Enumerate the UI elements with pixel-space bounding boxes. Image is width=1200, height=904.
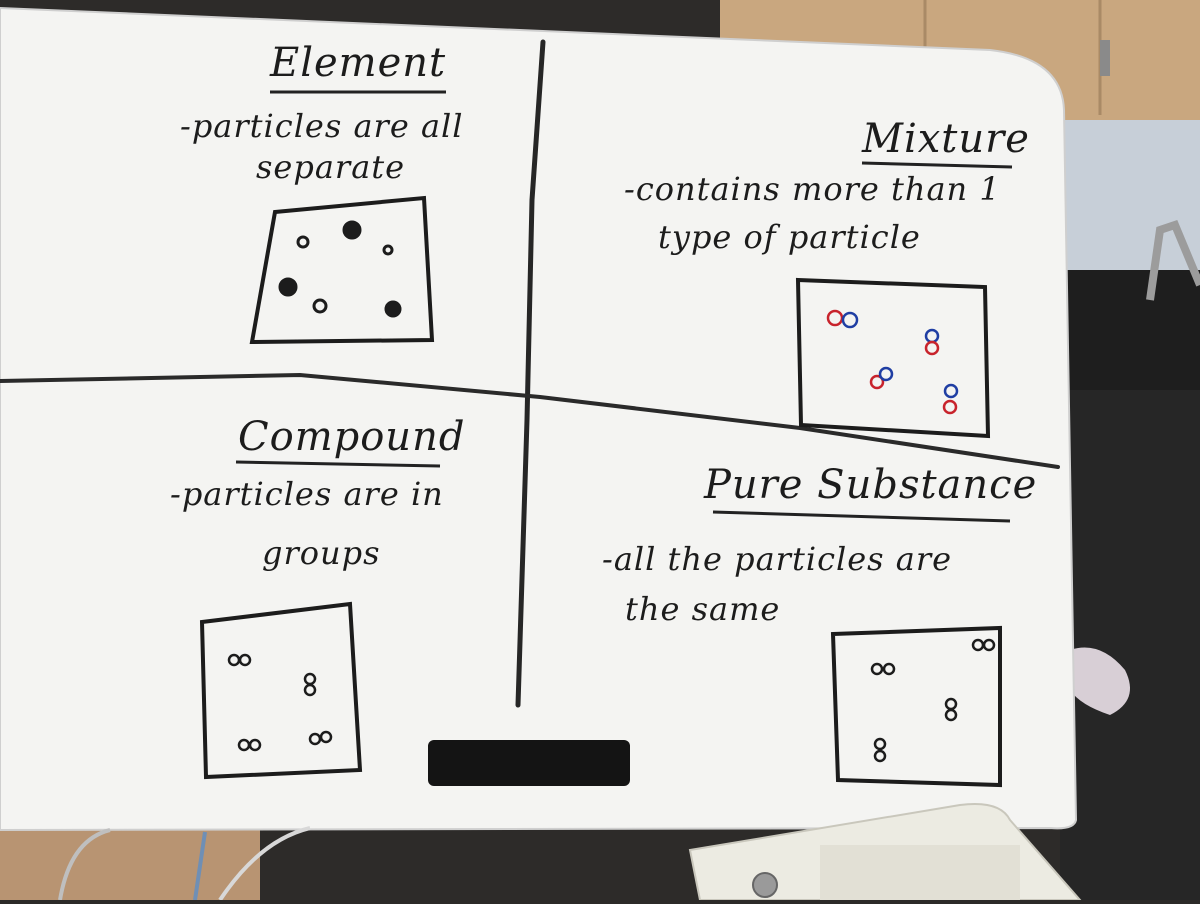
mixture-note-line2: type of particle xyxy=(658,218,921,256)
element-diagram-box xyxy=(249,195,435,345)
pure-substance-diagram-box xyxy=(830,625,1002,788)
element-note-line1: -particles are all xyxy=(180,107,464,145)
particle-open xyxy=(296,235,310,249)
compound-diagram-box xyxy=(199,601,363,780)
lock-icon xyxy=(752,872,778,898)
element-note-line2: separate xyxy=(256,148,406,186)
particle-open xyxy=(312,298,328,314)
mixture-note-line1: -contains more than 1 xyxy=(624,170,1001,208)
underline-compound xyxy=(235,460,441,468)
cabinet-hinge xyxy=(1100,40,1110,76)
particle-open xyxy=(382,244,394,256)
particle-filled xyxy=(384,300,402,318)
underline-pure-substance xyxy=(712,510,1011,523)
pure-substance-title: Pure Substance xyxy=(704,462,1038,508)
whiteboard xyxy=(0,6,1078,832)
particle-filled xyxy=(278,277,298,297)
cable xyxy=(218,826,311,902)
redaction-bar xyxy=(428,740,630,786)
cable xyxy=(193,831,207,901)
mixture-diagram-box xyxy=(795,277,991,439)
element-title: Element xyxy=(270,40,447,86)
compound-title: Compound xyxy=(238,414,466,460)
device-lid xyxy=(820,845,1020,900)
lab-bench xyxy=(1060,270,1200,390)
cloth xyxy=(1070,647,1130,715)
mixture-title: Mixture xyxy=(862,116,1030,162)
dark-counter xyxy=(1060,390,1200,900)
compound-particles xyxy=(227,653,333,752)
vertical-divider xyxy=(515,39,546,708)
cable xyxy=(58,828,111,901)
pure-substance-note-line2: the same xyxy=(625,590,781,628)
mixture-particles xyxy=(826,309,959,415)
underline-mixture xyxy=(861,161,1013,169)
pure-substance-note-line1: -all the particles are xyxy=(602,540,953,578)
wood-floor-edge xyxy=(0,820,260,900)
pure-substance-particles xyxy=(870,638,996,763)
element-particles xyxy=(278,220,402,318)
compound-note-line1: -particles are in xyxy=(170,475,444,513)
particle-filled xyxy=(342,220,362,240)
wall-panel xyxy=(1060,120,1200,270)
horizontal-divider xyxy=(0,372,1060,469)
faucet xyxy=(1146,220,1200,301)
compound-note-line2: groups xyxy=(262,534,381,572)
